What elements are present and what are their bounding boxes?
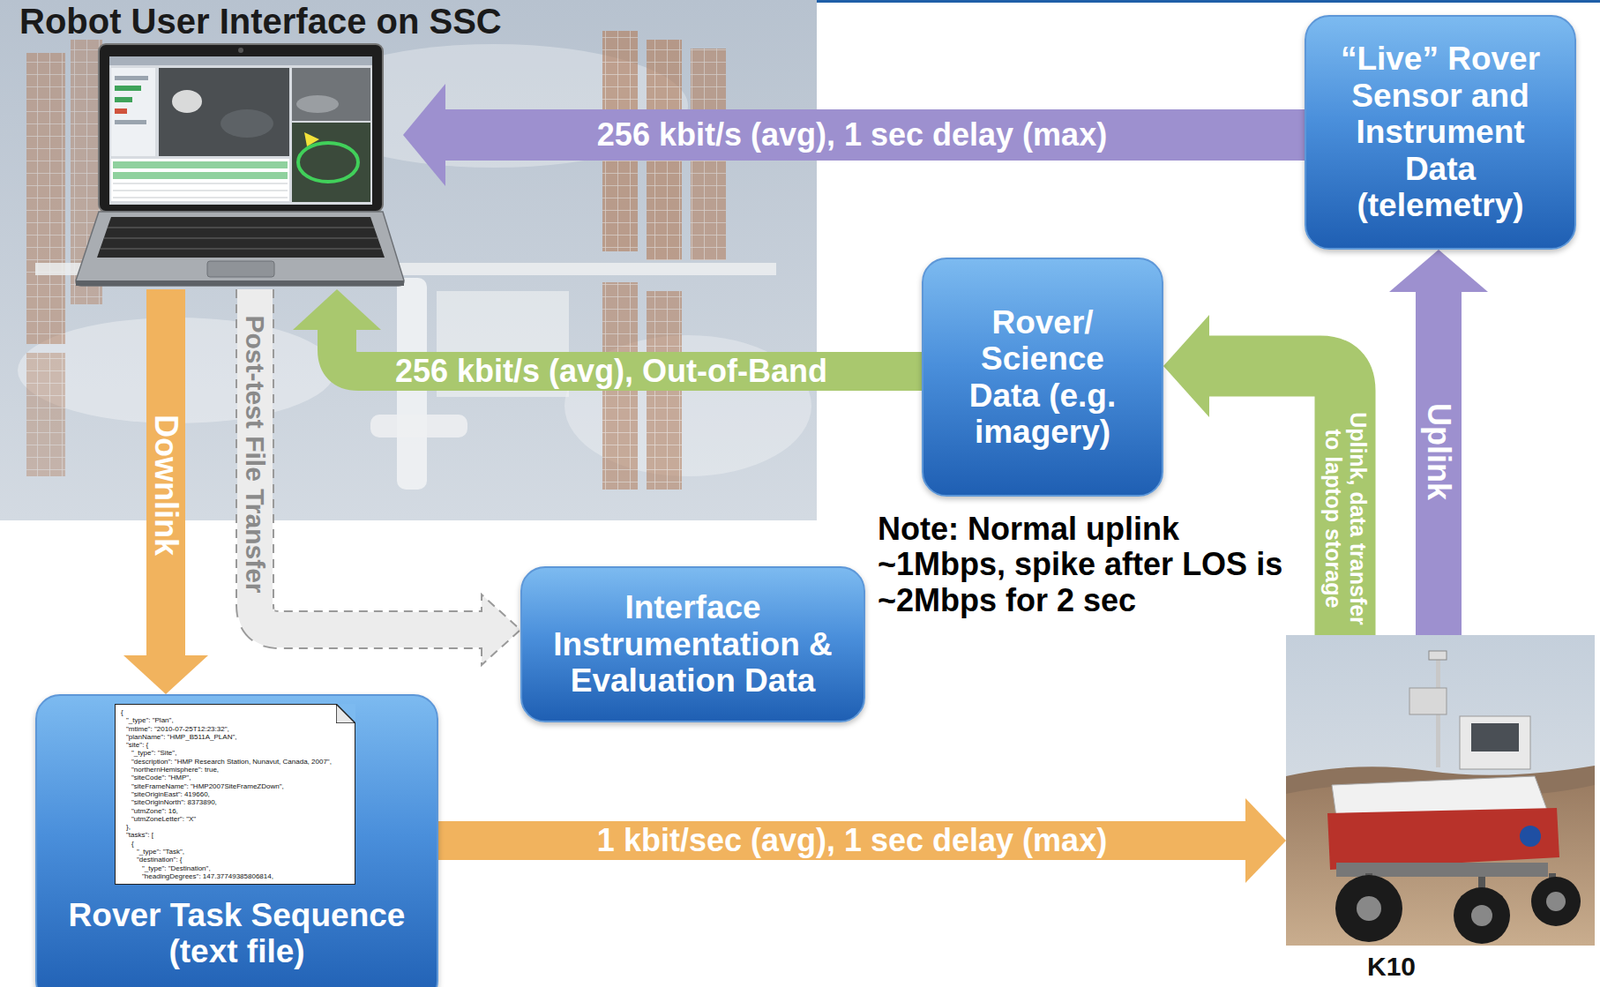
arrow-head bbox=[1245, 798, 1286, 883]
block-arrow bbox=[254, 289, 521, 666]
panel-heading: Robot User Interface on SSC bbox=[19, 1, 502, 41]
arrow-head-outline bbox=[481, 594, 521, 666]
link-label: 256 kbit/s (avg), Out-of-Band bbox=[395, 353, 828, 389]
task-sequence-box: Rover Task Sequence (text file){"_type":… bbox=[35, 694, 439, 987]
file-line: "description": "HMP Research Station, Nu… bbox=[120, 757, 332, 766]
text-file-page: {"_type": "Plan","mtime": "2010-07-25T12… bbox=[114, 703, 356, 885]
fold-cut bbox=[336, 703, 356, 724]
arrow-head bbox=[1163, 314, 1210, 418]
arrow-body bbox=[146, 289, 186, 658]
block-arrow bbox=[1389, 249, 1488, 636]
file-line: "siteOriginEast": 419660, bbox=[120, 790, 332, 799]
link-label: 256 kbit/s (avg), 1 sec delay (max) bbox=[597, 117, 1107, 153]
file-line: "mtime": "2010-07-25T12:23:32", bbox=[120, 725, 332, 733]
file-line: "siteFrameName": "HMP2007SiteFrameZDown"… bbox=[120, 782, 332, 791]
arrow-head bbox=[403, 83, 446, 187]
file-line: "destination": { bbox=[120, 855, 332, 864]
file-line: "_type": "Destination", bbox=[120, 864, 332, 873]
link-label: 1 kbit/sec (avg), 1 sec delay (max) bbox=[597, 822, 1107, 859]
file-line: "site": { bbox=[120, 740, 332, 749]
file-line: "siteOriginNorth": 8373890, bbox=[120, 798, 332, 807]
link-label: Post-test File Transfer bbox=[240, 314, 270, 593]
file-line: "_type": "Site", bbox=[120, 748, 332, 757]
arrow-head bbox=[481, 594, 521, 666]
block-arrow bbox=[438, 798, 1286, 883]
rover-node: K10 bbox=[1285, 635, 1595, 983]
box-label: Interface Instrumentation & Evaluation D… bbox=[548, 589, 838, 699]
evaluation-data-box: Interface Instrumentation & Evaluation D… bbox=[520, 566, 866, 723]
telemetry-box: “Live” Rover Sensor and Instrument Data … bbox=[1304, 14, 1577, 250]
file-line: "siteCode": "HMP", bbox=[120, 773, 332, 782]
arrow-outline bbox=[254, 289, 484, 630]
box-label: Rover/ Science Data (e.g. imagery) bbox=[956, 304, 1129, 451]
file-line: }, bbox=[120, 822, 332, 831]
arrow-head bbox=[1389, 249, 1488, 292]
file-line: "tasks": [ bbox=[120, 830, 332, 839]
arrow-body bbox=[438, 821, 1248, 860]
link-label: Uplink bbox=[1420, 403, 1457, 501]
rover-name: K10 bbox=[1367, 950, 1595, 983]
file-line: "utmZone": 16, bbox=[120, 807, 332, 815]
station-photo bbox=[0, 0, 817, 521]
file-line: { bbox=[120, 839, 332, 848]
arrow-body bbox=[443, 109, 1305, 161]
file-line: { bbox=[120, 708, 332, 717]
link-label: Downlink bbox=[148, 414, 184, 556]
page-fold bbox=[336, 703, 356, 724]
file-line: "planName": "HMP_B511A_PLAN", bbox=[120, 732, 332, 741]
block-arrow bbox=[123, 289, 209, 695]
link-label: Uplink, data transfer to laptop storage bbox=[1321, 406, 1370, 632]
arrow-head bbox=[292, 289, 382, 330]
science-data-box: Rover/ Science Data (e.g. imagery) bbox=[921, 257, 1164, 497]
arrow-body bbox=[254, 289, 484, 630]
file-line: "headingDegrees": 147.37749385806814, bbox=[120, 872, 332, 881]
arrow-body bbox=[1415, 290, 1462, 636]
rover-photo bbox=[1285, 635, 1595, 946]
block-arrow bbox=[403, 83, 1305, 187]
block-arrow bbox=[1163, 314, 1346, 636]
fold-flap bbox=[336, 703, 356, 724]
laptop-node: Robot User Interface on SSC bbox=[76, 42, 404, 290]
arrow-head bbox=[123, 655, 209, 695]
note-text: Note: Normal uplink ~1Mbps, spike after … bbox=[877, 511, 1301, 619]
box-label: “Live” Rover Sensor and Instrument Data … bbox=[1330, 40, 1551, 224]
file-line: "_type": "Plan", bbox=[120, 716, 332, 725]
file-line: "northernHemisphere": true, bbox=[120, 765, 332, 774]
box-label: Rover Task Sequence (text file) bbox=[52, 897, 421, 971]
file-line: "utmZoneLetter": "X" bbox=[120, 814, 332, 823]
laptop-illustration bbox=[75, 44, 404, 286]
file-line: "_type": "Task", bbox=[120, 847, 332, 856]
